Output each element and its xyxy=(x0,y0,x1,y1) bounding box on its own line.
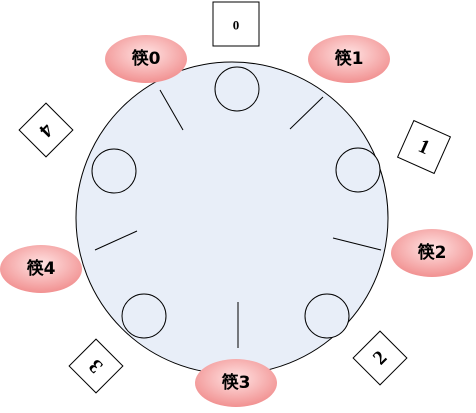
plate-1 xyxy=(335,147,381,193)
chopstick-line-2 xyxy=(332,237,382,251)
chopstick-badge xyxy=(308,35,390,83)
chopstick-label: 筷1 xyxy=(335,48,364,69)
plate-4 xyxy=(91,148,137,194)
chopstick-lines xyxy=(94,89,382,348)
chopstick-label: 筷2 xyxy=(418,242,447,263)
chopstick-4: 筷4 xyxy=(0,245,82,293)
seat-4: 4 xyxy=(18,102,74,158)
chopstick-label: 筷4 xyxy=(27,258,56,279)
chopstick-line-1 xyxy=(289,96,324,130)
chopstick-3: 筷3 xyxy=(195,359,277,407)
seat-box xyxy=(352,330,408,386)
chopstick-line-4 xyxy=(94,230,138,251)
seat-0: 0 xyxy=(212,1,260,47)
chopstick-badge xyxy=(105,35,187,83)
chopstick-label: 筷0 xyxy=(132,48,161,69)
seat-1: 1 xyxy=(396,119,452,175)
seat-label: 0 xyxy=(233,18,240,33)
chopstick-1: 筷1 xyxy=(308,35,390,83)
chopstick-badge xyxy=(391,229,473,277)
seat-2: 2 xyxy=(352,330,408,386)
chopstick-line-0 xyxy=(159,89,184,131)
seat-box xyxy=(68,338,124,394)
plate-3 xyxy=(121,293,167,339)
chopstick-badge xyxy=(0,245,82,293)
seat-3: 3 xyxy=(68,338,124,394)
chopstick-label: 筷3 xyxy=(222,372,251,393)
seat-box xyxy=(396,119,452,175)
seat-box xyxy=(212,1,260,47)
chopstick-badge xyxy=(195,359,277,407)
plate-0 xyxy=(214,66,260,112)
chopstick-0: 筷0 xyxy=(105,35,187,83)
plates xyxy=(91,66,381,339)
chopstick-2: 筷2 xyxy=(391,229,473,277)
seat-box xyxy=(18,102,74,158)
plate-2 xyxy=(304,293,350,339)
